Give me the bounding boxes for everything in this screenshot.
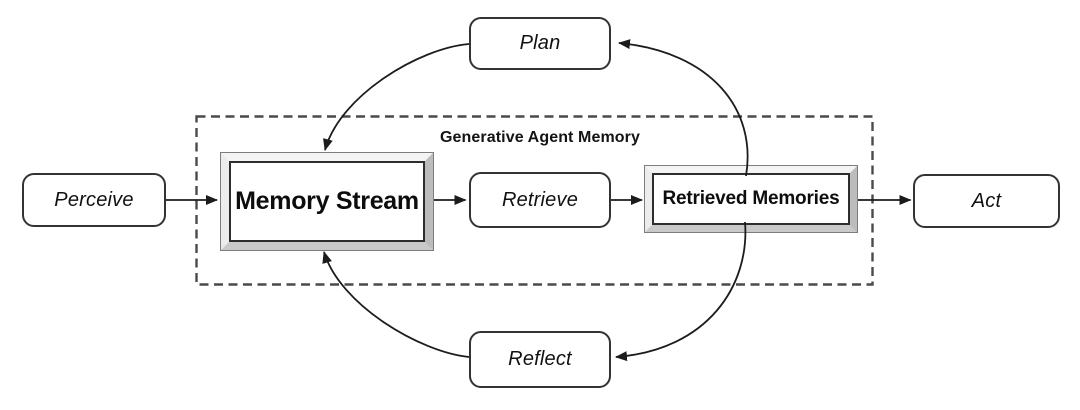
node-retrieved-memories-label: Retrieved Memories [662,188,840,209]
node-act: Act [913,174,1060,228]
arrow-reflect-to-memory-stream [322,251,470,358]
retrieved-memories-inner: Retrieved Memories [652,173,850,225]
node-memory-stream-label: Memory Stream [235,187,419,215]
arrow-retrieved-memories-to-plan [618,39,749,177]
node-retrieved-memories: Retrieved Memories [644,165,858,233]
node-reflect-label: Reflect [508,348,572,370]
node-reflect: Reflect [469,331,611,388]
retrieved-memories-bevel: Retrieved Memories [645,166,857,232]
memory-stream-inner: Memory Stream [229,161,425,242]
node-memory-stream: Memory Stream [220,152,434,251]
node-perceive: Perceive [22,173,166,227]
arrow-retrieved-memories-to-reflect [615,221,747,362]
node-plan-label: Plan [519,32,561,54]
memory-stream-bevel: Memory Stream [221,153,433,250]
node-retrieve: Retrieve [469,172,611,228]
node-act-label: Act [971,189,1002,212]
node-retrieve-label: Retrieve [501,188,579,211]
node-plan: Plan [469,17,611,70]
region-title: Generative Agent Memory [440,129,640,146]
node-perceive-label: Perceive [54,188,134,211]
